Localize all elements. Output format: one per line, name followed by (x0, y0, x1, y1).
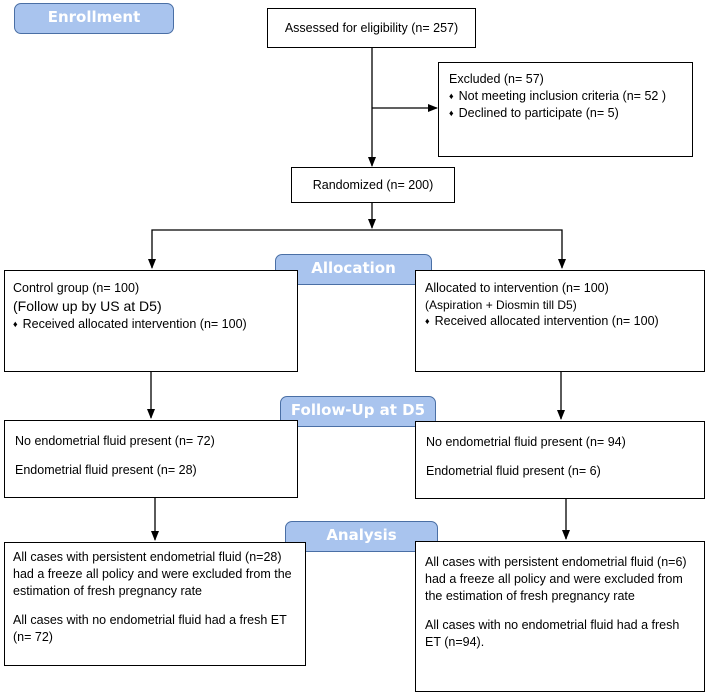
arrow-split-left (148, 229, 372, 269)
control-subtitle: (Follow up by US at D5) (13, 297, 162, 314)
excluded-item: Declined to participate (n= 5) (449, 105, 682, 122)
phase-allocation: Allocation (275, 254, 432, 285)
control-received: Received allocated intervention (n= 100) (13, 316, 289, 333)
randomized-box: Randomized (n= 200) (291, 167, 455, 203)
intervention-subtitle: (Aspiration + Diosmin till D5) (425, 297, 577, 312)
followup-control-fluid: Endometrial fluid present (n= 28) (15, 462, 197, 477)
intervention-received: Received allocated intervention (n= 100) (425, 313, 695, 330)
phase-analysis: Analysis (285, 521, 438, 552)
analysis-intervention-box: All cases with persistent endometrial fl… (415, 541, 705, 692)
followup-intervention-fluid: Endometrial fluid present (n= 6) (426, 463, 601, 478)
analysis-control-box: All cases with persistent endometrial fl… (4, 542, 306, 666)
intervention-group-box: Allocated to intervention (n= 100) (Aspi… (415, 270, 705, 372)
followup-intervention-box: No endometrial fluid present (n= 94) End… (415, 421, 705, 499)
analysis-control-persistent: All cases with persistent endometrial fl… (13, 550, 292, 598)
excluded-title: Excluded (n= 57) (449, 72, 544, 86)
arrow-split-right (372, 229, 566, 269)
analysis-control-no-fluid: All cases with no endometrial fluid had … (13, 612, 287, 644)
followup-control-no-fluid: No endometrial fluid present (n= 72) (15, 434, 215, 448)
phase-enrollment: Enrollment (14, 3, 174, 34)
analysis-intervention-no-fluid: All cases with no endometrial fluid had … (425, 617, 680, 649)
phase-followup: Follow-Up at D5 (280, 396, 436, 427)
assessed-box: Assessed for eligibility (n= 257) (267, 8, 476, 48)
followup-control-box: No endometrial fluid present (n= 72) End… (4, 420, 298, 498)
control-title: Control group (n= 100) (13, 281, 140, 295)
randomized-text: Randomized (n= 200) (312, 178, 434, 192)
excluded-item: Not meeting inclusion criteria (n= 52 ) (449, 88, 682, 105)
analysis-intervention-persistent: All cases with persistent endometrial fl… (425, 555, 687, 603)
followup-intervention-no-fluid: No endometrial fluid present (n= 94) (426, 435, 626, 449)
intervention-title: Allocated to intervention (n= 100) (425, 281, 609, 295)
excluded-box: Excluded (n= 57) Not meeting inclusion c… (438, 62, 693, 157)
assessed-text: Assessed for eligibility (n= 257) (284, 21, 459, 35)
control-group-box: Control group (n= 100) (Follow up by US … (4, 270, 298, 372)
